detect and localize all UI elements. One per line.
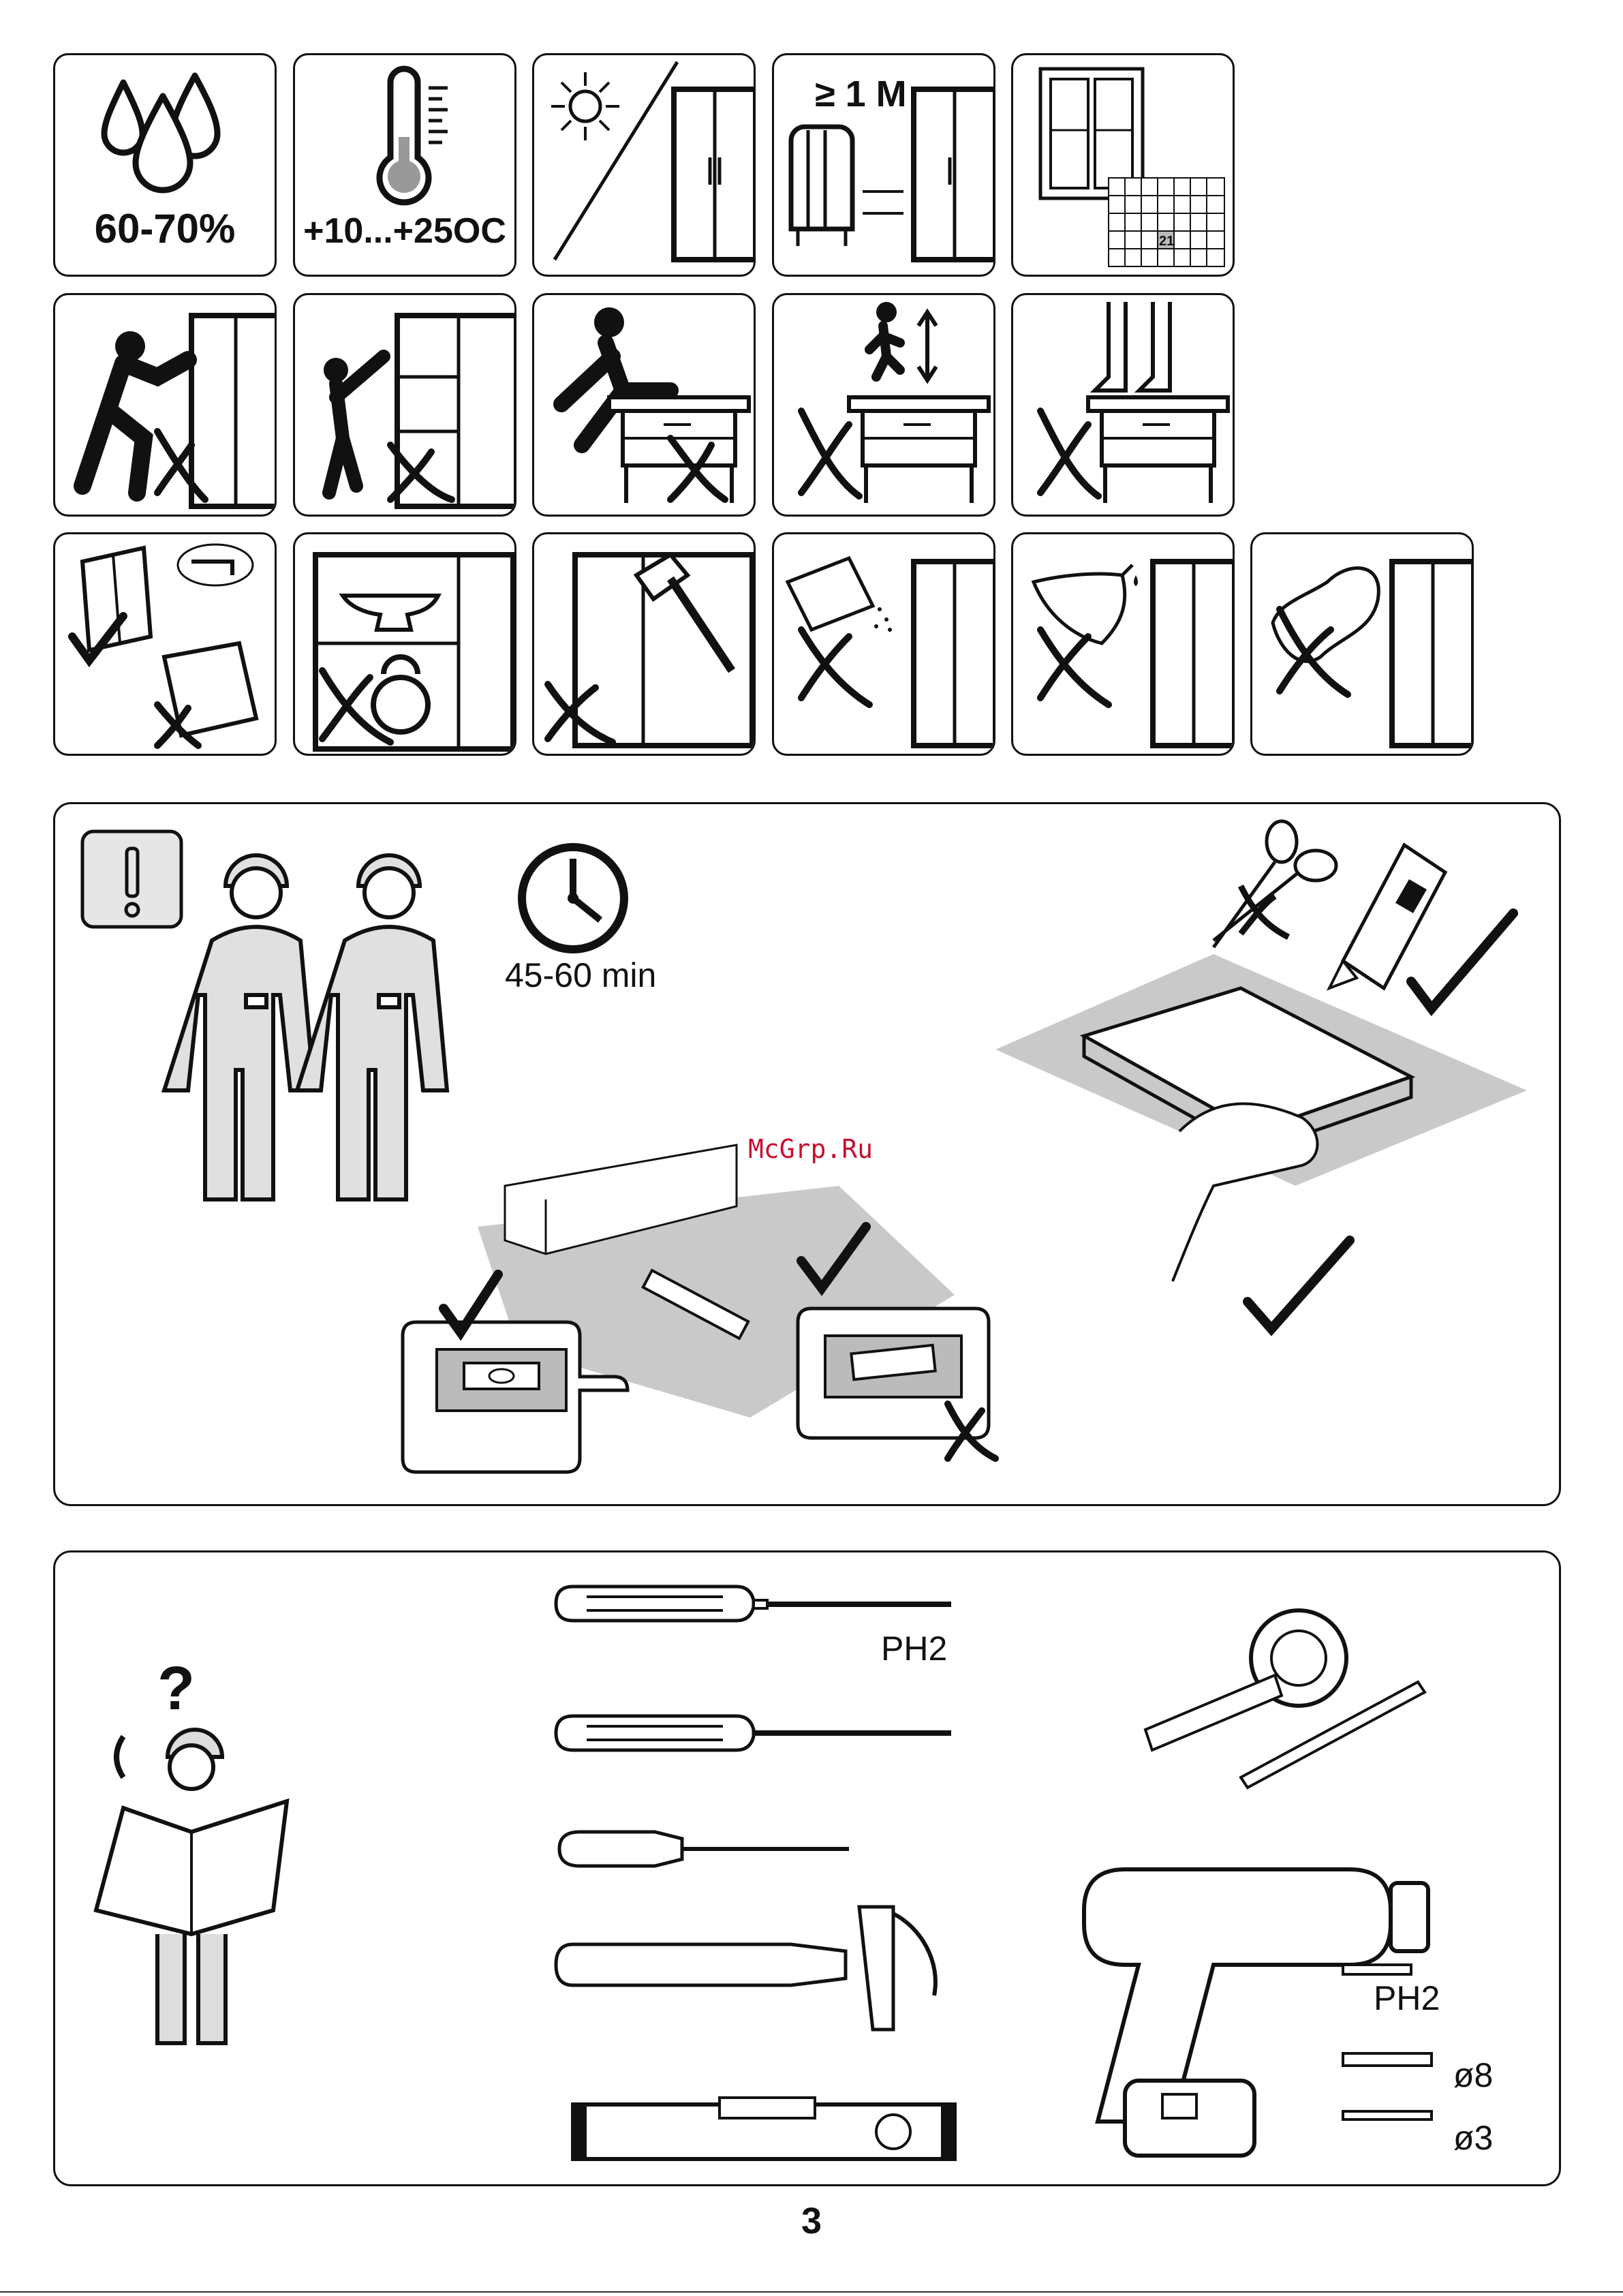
abrasive-sponge-icon <box>774 534 993 754</box>
anvil-kettlebell-icon <box>295 534 514 754</box>
tile-no-abrasive <box>772 532 995 756</box>
liquid-pour-icon <box>1013 534 1233 754</box>
tile-do-not-stand <box>1011 293 1235 517</box>
sitting-person-icon <box>534 295 754 515</box>
reading-manual-person-icon: ? <box>96 1655 287 2043</box>
pushing-person-icon <box>55 295 275 515</box>
tile-ventilate: 21 <box>1011 53 1235 277</box>
cloth-icon <box>1252 534 1472 754</box>
tile-do-not-climb-cabinet <box>293 293 516 517</box>
preparation-panel: 45-60 min McGrp.Ru <box>53 802 1561 1506</box>
tile-no-wet-cloth <box>1250 532 1474 756</box>
page-number: 3 <box>0 2200 1623 2242</box>
climbing-person-icon <box>295 295 514 515</box>
hammer-tool-icon <box>556 1907 936 2030</box>
scissors-icon <box>1214 821 1336 947</box>
duration-label: 45-60 min <box>505 955 656 995</box>
screwdriver-ph2-label: PH2 <box>881 1629 947 1668</box>
worker-icon <box>297 855 447 1199</box>
tile-do-not-sit <box>532 293 756 517</box>
drill-3-label: ø3 <box>1453 2118 1493 2158</box>
tile-no-solvents <box>1011 532 1235 756</box>
tile-humidity: 60-70% <box>53 53 277 277</box>
drill-8-label: ø8 <box>1453 2055 1493 2095</box>
tape-measure-icon <box>1145 1610 1346 1750</box>
wall-bracket-icon <box>55 534 275 754</box>
tile-heater-distance: ≥ 1 M <box>772 53 995 277</box>
distance-label: ≥ 1 M <box>815 74 907 114</box>
spirit-level-icon <box>573 2098 955 2159</box>
tile-no-sunlight <box>532 53 756 277</box>
window-calendar-icon: 21 <box>1013 55 1233 275</box>
exclamation-icon <box>82 831 181 927</box>
screwdriver-flat-icon <box>556 1716 951 1750</box>
tile-no-impact <box>532 532 756 756</box>
clock-icon <box>522 847 624 949</box>
awl-icon <box>559 1832 849 1866</box>
tools-panel: ? <box>53 1550 1561 2186</box>
tools-illustration: ? <box>55 1552 1559 2184</box>
footer-divider <box>0 2291 1623 2293</box>
hammer-icon <box>534 534 754 754</box>
tile-do-not-jump <box>772 293 995 517</box>
standing-feet-icon <box>1013 295 1233 515</box>
screwdriver-ph2-icon <box>556 1587 951 1621</box>
tile-wall-mount <box>53 532 277 756</box>
calendar-day: 21 <box>1159 234 1174 249</box>
bit-ph2-label: PH2 <box>1374 1978 1440 2018</box>
jumping-person-icon <box>774 295 993 515</box>
tile-do-not-push <box>53 293 277 517</box>
temperature-label: +10...+25OC <box>295 211 514 251</box>
watermark: McGrp.Ru <box>748 1134 873 1164</box>
worker-icon <box>164 855 314 1199</box>
radiator-icon: ≥ 1 M <box>774 55 993 275</box>
cutter-knife-icon <box>1329 845 1445 988</box>
sun-icon <box>534 55 754 275</box>
humidity-label: 60-70% <box>55 205 275 252</box>
tile-no-heavy-load <box>293 532 516 756</box>
svg-text:?: ? <box>157 1655 195 1723</box>
tile-temperature: +10...+25OC <box>293 53 516 277</box>
